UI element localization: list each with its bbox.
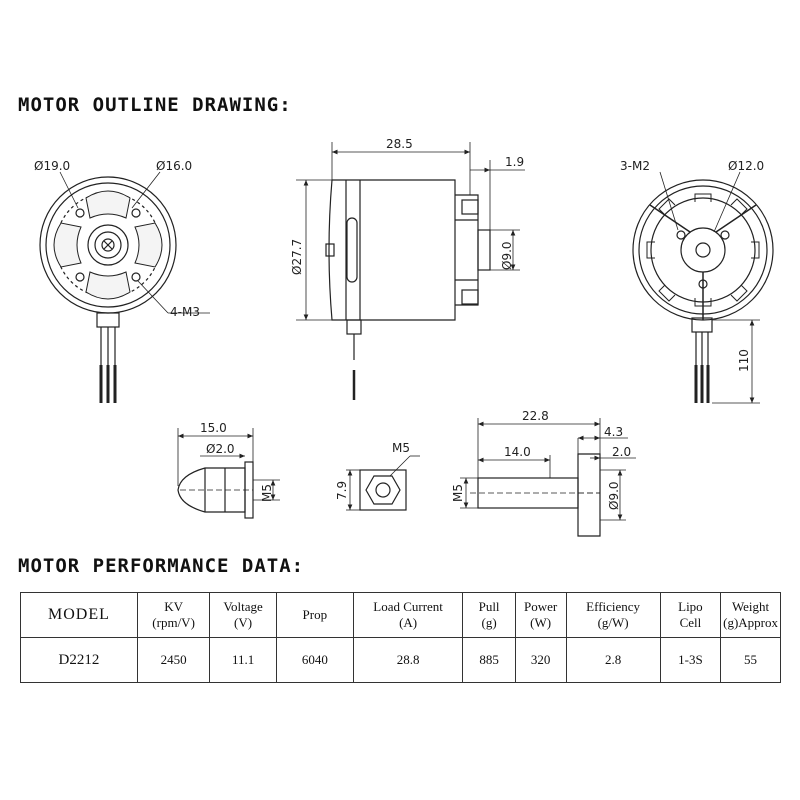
performance-table: MODEL KV(rpm/V) Voltage(V) Prop Load Cur…: [20, 592, 781, 683]
dim-rear-dia: Ø12.0: [728, 159, 764, 173]
dim-rear-holes: 3-M2: [620, 159, 650, 173]
dim-adapter-dia: Ø9.0: [607, 481, 621, 510]
dim-adapter-thread-len: 14.0: [504, 445, 531, 459]
outline-heading: MOTOR OUTLINE DRAWING:: [18, 94, 292, 116]
dim-adapter-thread: M5: [451, 484, 465, 502]
cell-kv: 2450: [136, 637, 211, 683]
cell-prop: 6040: [275, 637, 354, 683]
header-kv: KV(rpm/V): [136, 592, 211, 638]
dim-front-outer: Ø19.0: [34, 159, 70, 173]
cell-lipo: 1-3S: [659, 637, 722, 683]
cell-power: 320: [514, 637, 567, 683]
dim-adapter-flange-thk: 2.0: [612, 445, 631, 459]
cell-voltage: 11.1: [209, 637, 277, 683]
header-load-current: Load Current(A): [352, 592, 464, 638]
dim-front-inner: Ø16.0: [156, 159, 192, 173]
header-weight: Weight(g)Approx: [720, 592, 781, 638]
side-view: [296, 142, 525, 400]
cell-model: D2212: [20, 637, 138, 683]
rear-view: [632, 171, 774, 404]
spinner-part: [177, 428, 280, 519]
cell-load-current: 28.8: [352, 637, 464, 683]
dim-side-shaft-dia: Ø9.0: [500, 241, 514, 270]
dim-spinner-len: 15.0: [200, 421, 227, 435]
nut-part: [346, 455, 420, 511]
front-view: [39, 171, 210, 403]
table-header-row: MODEL KV(rpm/V) Voltage(V) Prop Load Cur…: [20, 592, 781, 638]
header-prop: Prop: [275, 592, 354, 638]
header-power: Power(W): [514, 592, 567, 638]
header-efficiency: Efficiency(g/W): [565, 592, 661, 638]
dim-side-shaft-len: 1.9: [505, 155, 524, 169]
dim-front-holes: 4-M3: [170, 305, 200, 319]
dim-nut-width: 7.9: [335, 481, 349, 500]
dim-adapter-total: 22.8: [522, 409, 549, 423]
dim-nut-thread: M5: [392, 441, 410, 455]
header-voltage: Voltage(V): [209, 592, 277, 638]
dim-lead-length: 110: [737, 349, 751, 372]
cell-efficiency: 2.8: [565, 637, 661, 683]
dim-spinner-hole: Ø2.0: [206, 442, 235, 456]
header-pull: Pull(g): [462, 592, 516, 638]
dim-spinner-thread: M5: [260, 484, 274, 502]
cell-weight: 55: [720, 637, 781, 683]
cell-pull: 885: [462, 637, 516, 683]
performance-heading: MOTOR PERFORMANCE DATA:: [18, 555, 305, 577]
table-row: D2212 2450 11.1 6040 28.8 885 320 2.8 1-…: [20, 637, 781, 683]
dim-side-length: 28.5: [386, 137, 413, 151]
dim-adapter-flange: 4.3: [604, 425, 623, 439]
adapter-part: [460, 418, 636, 537]
dim-side-diameter: Ø27.7: [290, 239, 304, 275]
header-model: MODEL: [20, 592, 138, 638]
